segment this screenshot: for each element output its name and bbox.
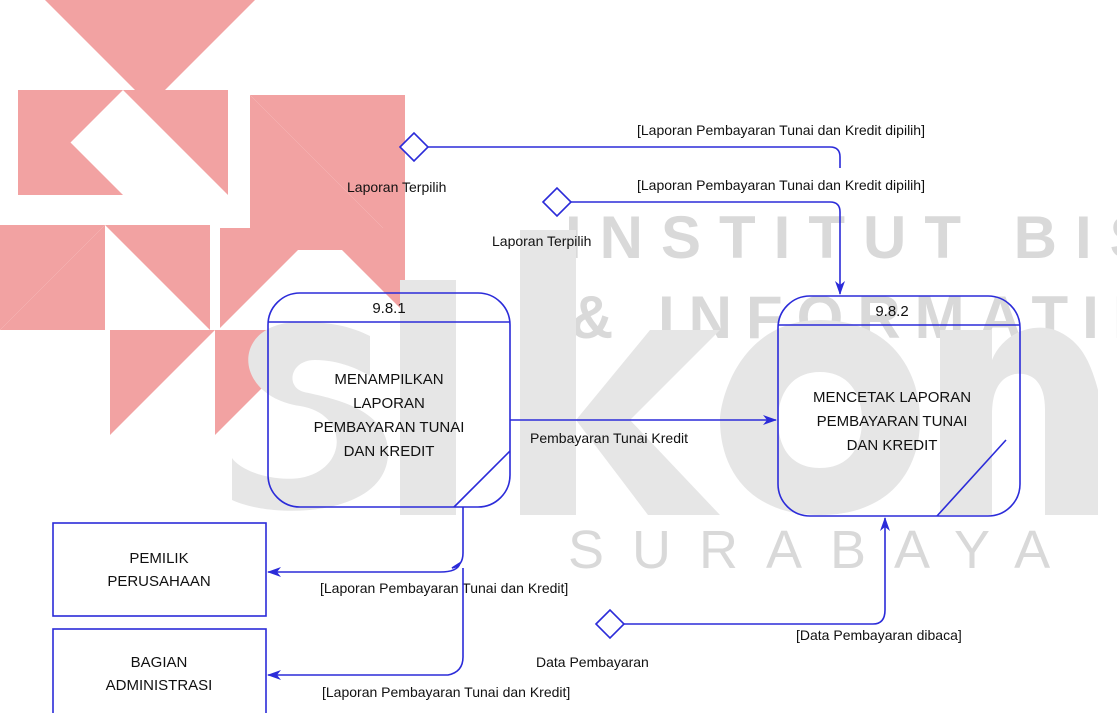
process-name-line: PEMBAYARAN TUNAI xyxy=(817,413,968,430)
entity-name-line: ADMINISTRASI xyxy=(106,677,213,694)
flow-line xyxy=(267,568,464,680)
watermark-line1: INSTITUT BISNIS xyxy=(565,204,1117,271)
process-corner-mark xyxy=(936,439,1007,517)
process-name-line: MENAMPILKAN xyxy=(334,371,443,388)
flow-line xyxy=(267,507,464,577)
process-name-line: PEMBAYARAN TUNAI xyxy=(314,419,465,436)
entity-box xyxy=(52,628,267,718)
process-shape xyxy=(777,295,1021,517)
data-store-diamond xyxy=(594,608,626,640)
entity-name-line: BAGIAN xyxy=(131,654,188,671)
data-store-label: Data Pembayaran xyxy=(536,654,649,670)
data-store-laporan-terpilih-2: Laporan Terpilih xyxy=(492,186,591,249)
entity-bagian-administrasi: BAGIAN ADMINISTRASI xyxy=(52,628,267,718)
flow-label: Pembayaran Tunai Kredit xyxy=(530,430,688,446)
data-store-data-pembayaran: Data Pembayaran xyxy=(536,608,649,670)
data-store-label: Laporan Terpilih xyxy=(347,179,446,195)
flow-store1-to-p2: [Laporan Pembayaran Tunai dan Kredit dip… xyxy=(428,122,925,168)
process-corner-mark xyxy=(453,450,511,508)
process-name-line: LAPORAN xyxy=(353,395,425,412)
flow-label: [Laporan Pembayaran Tunai dan Kredit dip… xyxy=(637,177,925,193)
flow-line xyxy=(571,201,845,295)
flow-p1-to-pemilik: [Laporan Pembayaran Tunai dan Kredit] xyxy=(267,507,568,596)
flow-store2-to-p2: [Laporan Pembayaran Tunai dan Kredit dip… xyxy=(571,177,925,295)
entity-pemilik-perusahaan: PEMILIK PERUSAHAAN xyxy=(52,522,267,617)
watermark: INSTITUT BISNIS & INFORMATIKA SURABAYA xyxy=(0,0,1117,580)
flow-label: [Laporan Pembayaran Tunai dan Kredit dip… xyxy=(637,122,925,138)
data-store-label: Laporan Terpilih xyxy=(492,233,591,249)
process-shape xyxy=(267,292,511,508)
flow-line xyxy=(624,517,890,625)
process-name-line: DAN KREDIT xyxy=(344,443,435,460)
process-9-8-2: 9.8.2 MENCETAK LAPORAN PEMBAYARAN TUNAI … xyxy=(777,295,1021,517)
flow-label: [Laporan Pembayaran Tunai dan Kredit] xyxy=(320,580,568,596)
flow-label: [Laporan Pembayaran Tunai dan Kredit] xyxy=(322,684,570,700)
process-id: 9.8.2 xyxy=(875,303,908,320)
entity-box xyxy=(52,522,267,617)
flow-p1-to-p2: Pembayaran Tunai Kredit xyxy=(510,415,777,446)
process-9-8-1: 9.8.1 MENAMPILKAN LAPORAN PEMBAYARAN TUN… xyxy=(267,292,511,508)
stikom-logo-mark xyxy=(0,0,405,435)
process-name-line: DAN KREDIT xyxy=(847,437,938,454)
watermark-line3: SURABAYA xyxy=(568,520,1078,580)
flow-store3-to-p2: [Data Pembayaran dibaca] xyxy=(624,517,962,643)
flow-line xyxy=(428,146,841,168)
process-id: 9.8.1 xyxy=(372,300,405,317)
entity-name-line: PERUSAHAAN xyxy=(107,573,210,590)
flow-p1-to-bagian: [Laporan Pembayaran Tunai dan Kredit] xyxy=(267,568,570,700)
flow-label: [Data Pembayaran dibaca] xyxy=(796,627,962,643)
process-name-line: MENCETAK LAPORAN xyxy=(813,389,971,406)
data-store-laporan-terpilih-1: Laporan Terpilih xyxy=(347,131,446,195)
entity-name-line: PEMILIK xyxy=(129,550,188,567)
